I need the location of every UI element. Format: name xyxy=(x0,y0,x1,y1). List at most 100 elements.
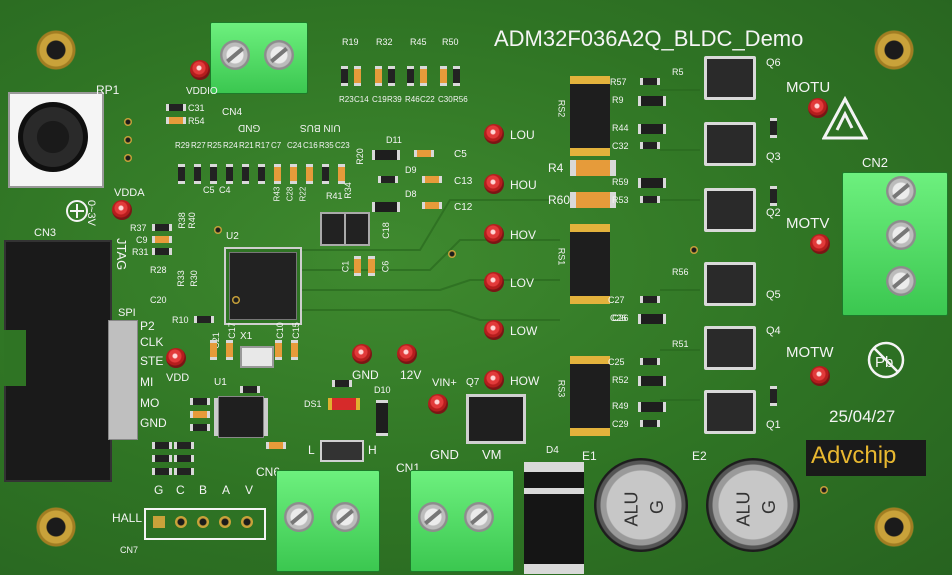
testpoint-lov[interactable] xyxy=(484,272,504,292)
diode xyxy=(638,96,666,106)
ref-label: D9 xyxy=(405,165,417,175)
spi-header[interactable] xyxy=(108,320,138,440)
cn4-label: CN4 xyxy=(222,107,243,118)
elcap-e1-text2: G xyxy=(647,499,668,515)
ref-label: C5 xyxy=(454,149,467,160)
screw-terminal[interactable] xyxy=(418,502,448,532)
testpoint-vdd[interactable] xyxy=(166,348,186,368)
diode xyxy=(638,124,666,134)
cn1-vm-label: VM xyxy=(482,447,502,462)
resistor xyxy=(322,164,329,184)
resistor xyxy=(770,118,777,138)
testpoint-hov[interactable] xyxy=(484,224,504,244)
brand-logo-text: Advchip xyxy=(811,442,897,469)
ref-label: R38 xyxy=(176,212,187,229)
diode-d4-band xyxy=(524,488,584,494)
hall-header-pin[interactable] xyxy=(219,516,231,528)
testpoint-gnd[interactable] xyxy=(352,344,372,364)
testpoint-12v-label: 12V xyxy=(400,368,422,382)
capacitor xyxy=(338,164,345,184)
testpoint-motv[interactable] xyxy=(810,234,830,254)
mosfet-q7-label: Q7 xyxy=(466,377,480,388)
crystal-x1-label: X1 xyxy=(240,331,253,342)
ref-label: C17 xyxy=(226,322,237,339)
hall-pin-label: G xyxy=(154,483,164,497)
top-col-label: C14 xyxy=(354,95,369,104)
capacitor xyxy=(306,164,313,184)
testpoint-lou[interactable] xyxy=(484,124,504,144)
hall-header-pin[interactable] xyxy=(153,516,165,528)
left-col-label: R35 xyxy=(319,141,334,150)
board-date: 25/04/27 xyxy=(829,407,896,426)
screw-terminal[interactable] xyxy=(886,220,916,250)
testpoint-vddio[interactable] xyxy=(190,60,210,80)
resistor xyxy=(226,164,233,184)
testpoint-vin[interactable] xyxy=(428,394,448,414)
testpoint-motw[interactable] xyxy=(810,366,830,386)
via xyxy=(820,486,828,494)
resistor xyxy=(152,468,172,475)
resistor xyxy=(152,224,172,231)
capacitor-c3 xyxy=(570,160,616,176)
top-res-label: R45 xyxy=(410,37,427,47)
testpoint-hou[interactable] xyxy=(484,174,504,194)
testpoint-vdd-label: VDD xyxy=(166,372,190,384)
potentiometer-label: RP1 xyxy=(96,83,120,97)
resistor xyxy=(640,420,660,427)
diode xyxy=(638,314,666,324)
ref-label: R28 xyxy=(150,265,167,275)
ref-label: R43 xyxy=(272,186,282,202)
cn7-label: CN7 xyxy=(120,545,139,555)
diode-label: R52 xyxy=(612,375,629,385)
resistor xyxy=(640,296,660,303)
screw-terminal[interactable] xyxy=(886,176,916,206)
testpoint-12v[interactable] xyxy=(397,344,417,364)
ic-sot xyxy=(320,212,346,246)
ref-label: C5 xyxy=(203,185,215,195)
ref-label: C9 xyxy=(136,235,148,245)
shunt-label: RS1 xyxy=(556,247,567,266)
capacitor xyxy=(226,340,233,360)
resistor xyxy=(240,386,260,393)
potentiometer-symbol xyxy=(66,200,88,222)
screw-terminal[interactable] xyxy=(330,502,360,532)
testpoint-vdda[interactable] xyxy=(112,200,132,220)
hall-header-pin[interactable] xyxy=(197,516,209,528)
ref-label: C4 xyxy=(219,185,231,195)
ic-u1 xyxy=(218,396,264,438)
diode-d4-label: D4 xyxy=(546,445,559,456)
esd-warning-icon xyxy=(822,96,868,140)
capacitor xyxy=(354,66,361,86)
led-ds1-label: DS1 xyxy=(304,399,322,409)
testpoint-motu[interactable] xyxy=(808,98,828,118)
diode-d4 xyxy=(524,462,584,574)
testpoint-low[interactable] xyxy=(484,320,504,340)
resistor xyxy=(332,380,352,387)
diode-label: R59 xyxy=(612,177,629,187)
capacitor-c2-label: R60 xyxy=(548,193,571,207)
potentiometer-knob[interactable] xyxy=(18,102,88,172)
ic-u1-label: U1 xyxy=(214,377,227,388)
diode xyxy=(372,150,400,160)
diode-label: R49 xyxy=(612,401,629,411)
screw-terminal[interactable] xyxy=(220,40,250,70)
diode-d10 xyxy=(376,400,388,436)
ref-label: R33 xyxy=(175,270,186,287)
via xyxy=(690,246,698,254)
shunt-resistor xyxy=(570,224,610,304)
screw-terminal[interactable] xyxy=(264,40,294,70)
hall-header-pin[interactable] xyxy=(175,516,187,528)
screw-terminal[interactable] xyxy=(886,266,916,296)
spi-pin-label: MI xyxy=(140,375,154,389)
testpoint-how-label: HOW xyxy=(510,374,540,388)
resistor xyxy=(341,66,348,86)
shunt-label: RS2 xyxy=(556,99,567,118)
resistor xyxy=(258,164,265,184)
hall-header-pin[interactable] xyxy=(241,516,253,528)
diode-d10-label: D10 xyxy=(374,385,391,395)
screw-terminal[interactable] xyxy=(464,502,494,532)
screw-terminal[interactable] xyxy=(284,502,314,532)
mcu-u2 xyxy=(229,252,297,320)
testpoint-how[interactable] xyxy=(484,370,504,390)
